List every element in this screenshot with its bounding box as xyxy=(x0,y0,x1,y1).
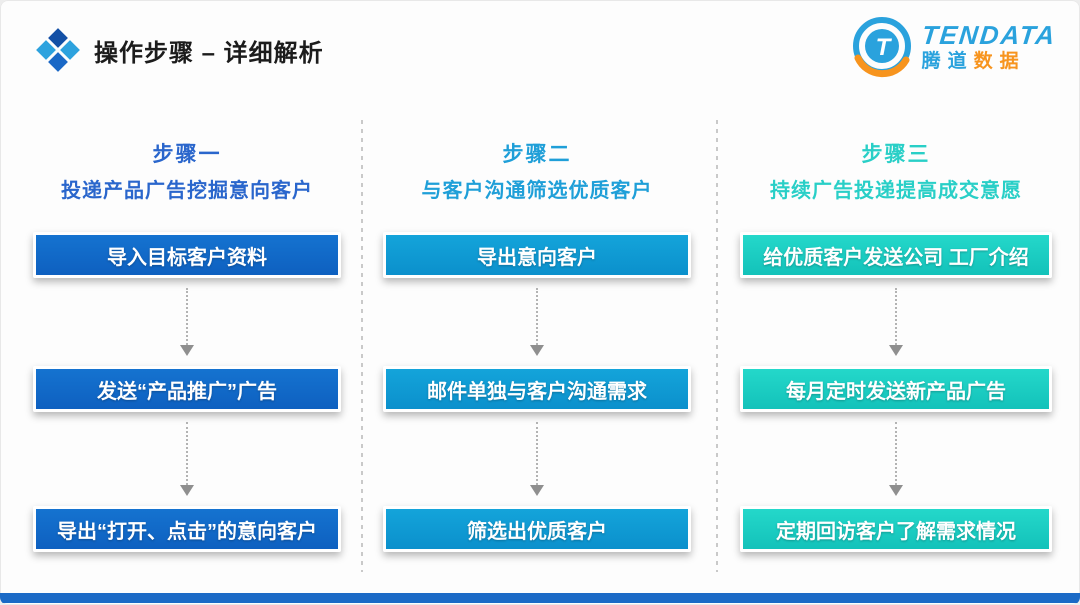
down-arrow-icon xyxy=(180,422,194,496)
diamond-bullet-icon xyxy=(36,28,80,72)
flow-box: 每月定时发送新产品广告 xyxy=(740,366,1052,412)
down-arrow-icon xyxy=(889,422,903,496)
logo-brand-cn: 腾道数据 xyxy=(922,51,1026,74)
page-title: 操作步骤 – 详细解析 xyxy=(94,39,324,67)
step-column-3: 步骤三 持续广告投递提高成交意愿 给优质客户发送公司 工厂介绍 每月定时发送新产… xyxy=(740,138,1052,568)
down-arrow-icon xyxy=(180,288,194,356)
flow-box: 筛选出优质客户 xyxy=(383,506,691,552)
step-subtitle: 与客户沟通筛选优质客户 xyxy=(421,180,653,202)
logo-cn-blue: 腾道 xyxy=(921,51,974,73)
column-divider xyxy=(716,120,718,572)
slide-header: 操作步骤 – 详细解析 xyxy=(36,28,324,72)
footer-accent-bar xyxy=(0,593,1080,603)
logo-cn-orange: 数据 xyxy=(973,51,1026,73)
down-arrow-icon xyxy=(530,422,544,496)
down-arrow-icon xyxy=(530,288,544,356)
flow-box: 给优质客户发送公司 工厂介绍 xyxy=(740,232,1052,278)
logo-monogram: T xyxy=(875,34,892,61)
flow-box: 导出意向客户 xyxy=(383,232,691,278)
step-title: 步骤一 xyxy=(152,143,222,166)
tendata-logo-icon: T xyxy=(852,17,911,78)
step-column-1: 步骤一 投递产品广告挖掘意向客户 导入目标客户资料 发送“产品推广”广告 导出“… xyxy=(33,138,341,568)
column-divider xyxy=(361,120,363,572)
step-subtitle: 持续广告投递提高成交意愿 xyxy=(770,180,1022,202)
step-title: 步骤三 xyxy=(861,143,931,166)
flow-box: 导出“打开、点击”的意向客户 xyxy=(33,506,341,552)
step-subtitle: 投递产品广告挖掘意向客户 xyxy=(61,180,313,202)
flow-box: 邮件单独与客户沟通需求 xyxy=(383,366,691,412)
step-title: 步骤二 xyxy=(502,143,572,166)
tendata-logo: T TENDATA 腾道数据 xyxy=(850,16,1058,80)
flow-box: 发送“产品推广”广告 xyxy=(33,366,341,412)
down-arrow-icon xyxy=(889,288,903,356)
flow-box: 导入目标客户资料 xyxy=(33,232,341,278)
step-column-2: 步骤二 与客户沟通筛选优质客户 导出意向客户 邮件单独与客户沟通需求 筛选出优质… xyxy=(383,138,691,568)
flow-box: 定期回访客户了解需求情况 xyxy=(740,506,1052,552)
logo-brand-en: TENDATA xyxy=(920,20,1058,51)
